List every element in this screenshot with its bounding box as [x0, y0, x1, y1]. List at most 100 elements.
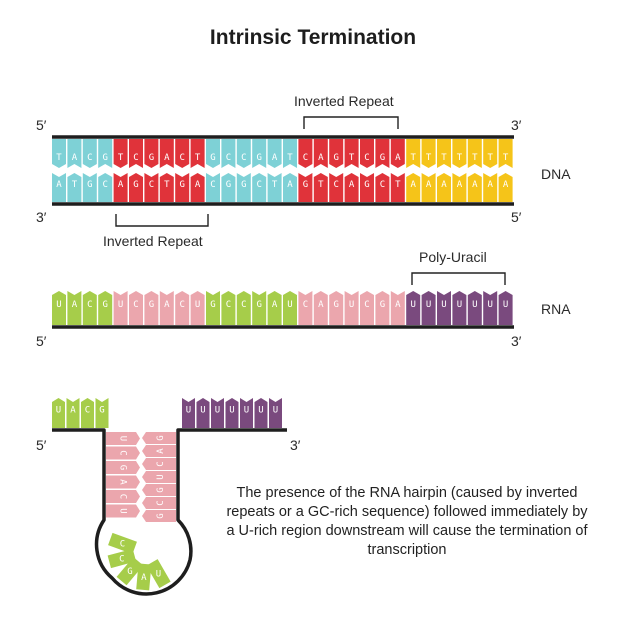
rna-base — [498, 291, 513, 325]
dna-top-base — [298, 139, 313, 168]
rna-base — [175, 291, 190, 325]
hairpin-stem-right-letter: G — [156, 513, 166, 518]
rna-base — [206, 291, 220, 325]
dna-top-base — [421, 139, 436, 168]
rna-base-letter: U — [487, 300, 492, 310]
rna-base-letter: A — [395, 300, 401, 310]
dna-bottom-base — [360, 173, 374, 202]
rna-base — [313, 291, 328, 325]
rna-base-letter: C — [364, 300, 369, 310]
rna-base — [82, 291, 97, 325]
dna-top-base-letter: C — [364, 153, 369, 163]
hairpin-stem-right-base — [142, 432, 176, 444]
dna-top-base-letter: A — [164, 153, 170, 163]
dna-top-base — [252, 139, 267, 168]
dna-top-base — [206, 139, 220, 168]
rna-base-letter: A — [272, 300, 278, 310]
hairpin-left-tail-base-letter: A — [70, 405, 76, 415]
rna-base — [344, 291, 359, 325]
rna-base-letter: U — [503, 300, 508, 310]
hairpin-three-prime: 3′ — [290, 437, 301, 453]
dna-bottom-base — [390, 173, 405, 202]
dna-top-base-letter: G — [380, 153, 385, 163]
rna-base-letter: C — [241, 300, 246, 310]
rna-base-letter: C — [226, 300, 231, 310]
rna-base — [437, 291, 451, 325]
dna-top-three-prime: 3′ — [511, 117, 522, 133]
dna-top-base-letter: G — [210, 153, 215, 163]
dna-top-base-letter: T — [426, 153, 432, 163]
rna-base — [159, 291, 174, 325]
rna-base-letter: A — [318, 300, 324, 310]
dna-top-base-letter: A — [72, 153, 78, 163]
hairpin-stem-left-base — [106, 446, 140, 460]
dna-top-base-letter: C — [241, 153, 246, 163]
dna-top-base-letter: T — [118, 153, 124, 163]
rna-base — [483, 291, 498, 325]
dna-top-base — [375, 139, 390, 168]
dna-label: DNA — [541, 166, 571, 182]
rna-base-letter: U — [195, 300, 200, 310]
dna-bottom-base-letter: A — [410, 180, 416, 190]
hairpin-stem-left-letter: C — [118, 494, 128, 499]
poly-uracil-bracket — [411, 272, 506, 285]
dna-bottom-base-letter: C — [149, 180, 154, 190]
dna-top-base — [344, 139, 359, 168]
rna-base — [360, 291, 374, 325]
hairpin-stem-left-letter: U — [118, 436, 128, 441]
dna-bottom-base — [498, 173, 513, 202]
dna-top-base — [82, 139, 97, 168]
dna-top-base-letter: G — [102, 153, 107, 163]
hairpin-right-tail-base-letter: U — [215, 405, 220, 415]
hairpin-stem-left-base — [106, 490, 140, 503]
dna-bottom-base — [67, 173, 82, 202]
dna-top-base-letter: T — [410, 153, 416, 163]
dna-bottom-base-letter: T — [318, 180, 324, 190]
dna-top-base-letter: C — [303, 153, 308, 163]
dna-top-base — [144, 139, 159, 168]
rna-base — [190, 291, 205, 325]
dna-top-base-letter: A — [272, 153, 278, 163]
hairpin-stem-right-base — [142, 471, 176, 483]
dna-bottom-base — [175, 173, 190, 202]
hairpin-left-tail-base — [66, 398, 80, 428]
hairpin-right-tail-base — [225, 398, 239, 428]
dna-bottom-base-letter: A — [195, 180, 201, 190]
rna-base-letter: U — [457, 300, 462, 310]
hairpin-stem-left-letter: G — [118, 465, 128, 470]
rna-base-letter: C — [87, 300, 92, 310]
dna-bottom-base-letter: C — [102, 180, 107, 190]
dna-bottom-base — [113, 173, 128, 202]
dna-top-base — [283, 139, 297, 168]
dna-top-base-letter: C — [226, 153, 231, 163]
dna-bottom-base — [298, 173, 313, 202]
rna-base — [113, 291, 128, 325]
hairpin-stem-right-base — [142, 497, 176, 509]
dna-top-base-letter: G — [256, 153, 261, 163]
rna-base — [329, 291, 344, 325]
hairpin-stem-left-letter: A — [118, 479, 128, 485]
hairpin-loop-base — [146, 559, 171, 589]
dna-bottom-base — [313, 173, 328, 202]
dna-bottom-base — [283, 173, 297, 202]
rna-base — [98, 291, 113, 325]
hairpin-loop-base — [116, 557, 144, 586]
hairpin-backbone — [52, 428, 287, 596]
rna-base — [421, 291, 436, 325]
hairpin-right-tail-base — [254, 398, 268, 428]
hairpin-left-tail-base-letter: U — [56, 405, 61, 415]
hairpin-left-tail-base — [95, 398, 109, 428]
dna-top-base-letter: T — [195, 153, 201, 163]
dna-top-base — [129, 139, 143, 168]
hairpin-stem-right-letter: G — [156, 435, 166, 440]
dna-bottom-base-letter: G — [241, 180, 246, 190]
poly-uracil-label: Poly-Uracil — [419, 249, 487, 265]
dna-top-base-letter: T — [503, 153, 509, 163]
dna-bottom-base — [406, 173, 421, 202]
dna-bottom-base — [421, 173, 436, 202]
rna-base-letter: U — [56, 300, 61, 310]
hairpin-right-tail-base — [196, 398, 210, 428]
rna-base-letter: U — [287, 300, 292, 310]
rna-base-letter: C — [179, 300, 184, 310]
